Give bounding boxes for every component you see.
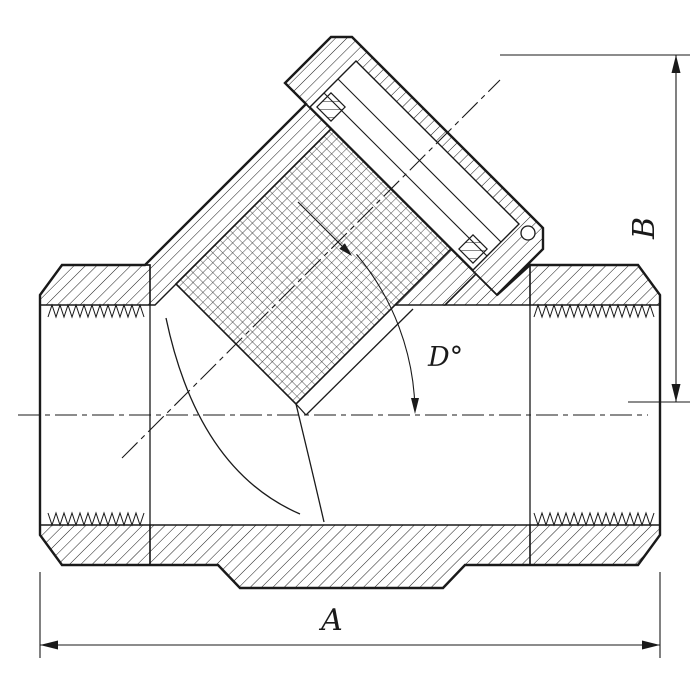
dim-a-arrow-left xyxy=(40,640,58,650)
right-port-top-wall xyxy=(529,264,661,306)
dimension-angle-d: D° xyxy=(356,253,463,414)
screen-tube-end xyxy=(295,403,307,416)
passage-fillet-curve xyxy=(165,317,301,515)
o-ring-right xyxy=(458,234,488,264)
dim-b-arrow-top xyxy=(671,55,681,73)
left-port-thread-top xyxy=(47,303,145,319)
cap-ear-hole xyxy=(520,225,536,241)
left-port-thread-bottom xyxy=(47,511,145,527)
dimension-b: B xyxy=(500,54,690,403)
o-ring-left xyxy=(316,92,346,122)
right-port-thread-bottom xyxy=(533,511,655,527)
dimension-a-label: A xyxy=(318,603,343,638)
bottom-sump-wall xyxy=(149,524,531,589)
dimension-a: A xyxy=(39,572,661,658)
port-threads xyxy=(47,303,655,527)
section-hatching xyxy=(39,103,661,589)
angle-arrow xyxy=(411,398,419,414)
right-port-bottom-wall xyxy=(529,524,661,566)
screen-tube-edge xyxy=(305,308,414,416)
dimension-b-label: B xyxy=(627,217,662,240)
dim-b-arrow-bottom xyxy=(671,384,681,402)
screen-leader-arrow xyxy=(297,201,352,256)
angle-arc xyxy=(356,253,416,411)
right-port-thread-top xyxy=(533,303,655,319)
centerlines xyxy=(18,79,648,459)
screen-pocket-curve xyxy=(295,403,325,523)
dim-a-arrow-right xyxy=(642,640,660,650)
dimension-angle-label: D° xyxy=(427,342,463,373)
branch-right-boss xyxy=(443,263,531,306)
branch-centerline xyxy=(121,79,501,459)
